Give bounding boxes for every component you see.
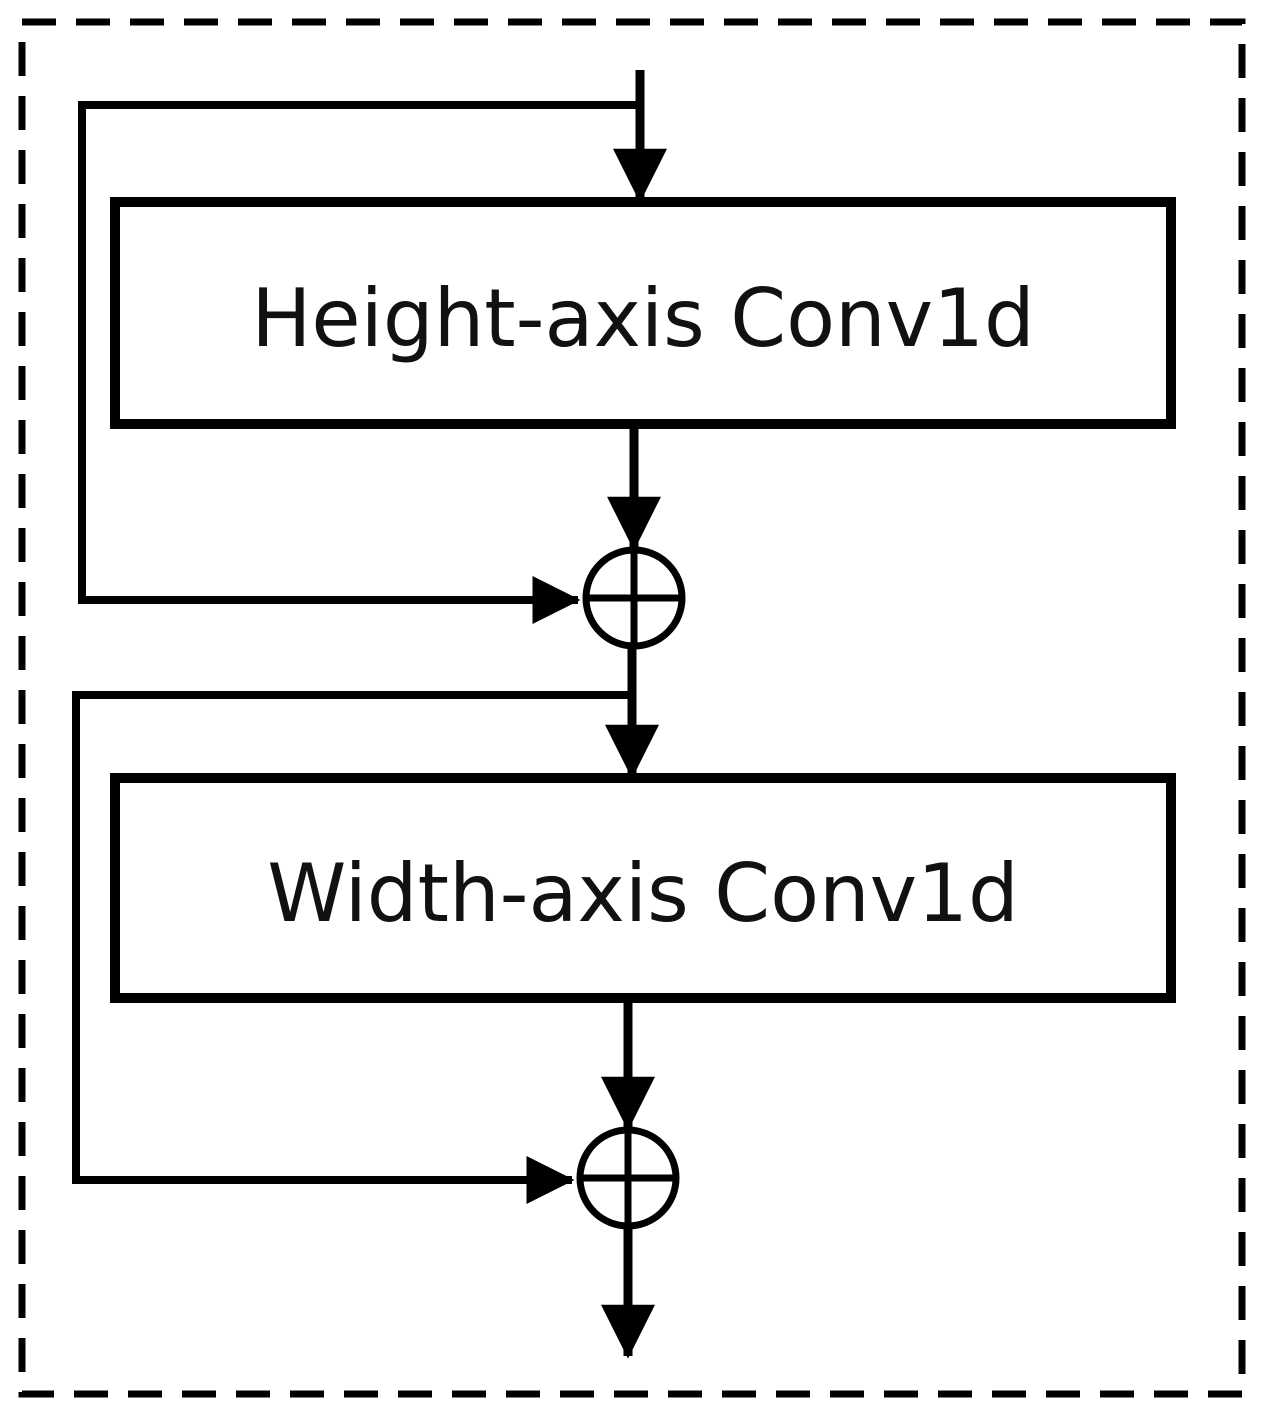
height-conv-box [110, 197, 1176, 429]
height-conv-block: Height-axis Conv1d [110, 197, 1176, 429]
skip-connection-1 [78, 101, 640, 624]
sum-operator-1 [582, 546, 686, 650]
width-conv-label: Width-axis Conv1d [267, 847, 1019, 940]
sum-operator-2 [576, 1126, 680, 1230]
module-boundary [18, 18, 1246, 1398]
skip-connection-2 [72, 691, 632, 1204]
width-conv-box [110, 773, 1176, 1003]
width-conv-block: Width-axis Conv1d [110, 773, 1176, 1003]
height-conv-label: Height-axis Conv1d [251, 272, 1035, 365]
